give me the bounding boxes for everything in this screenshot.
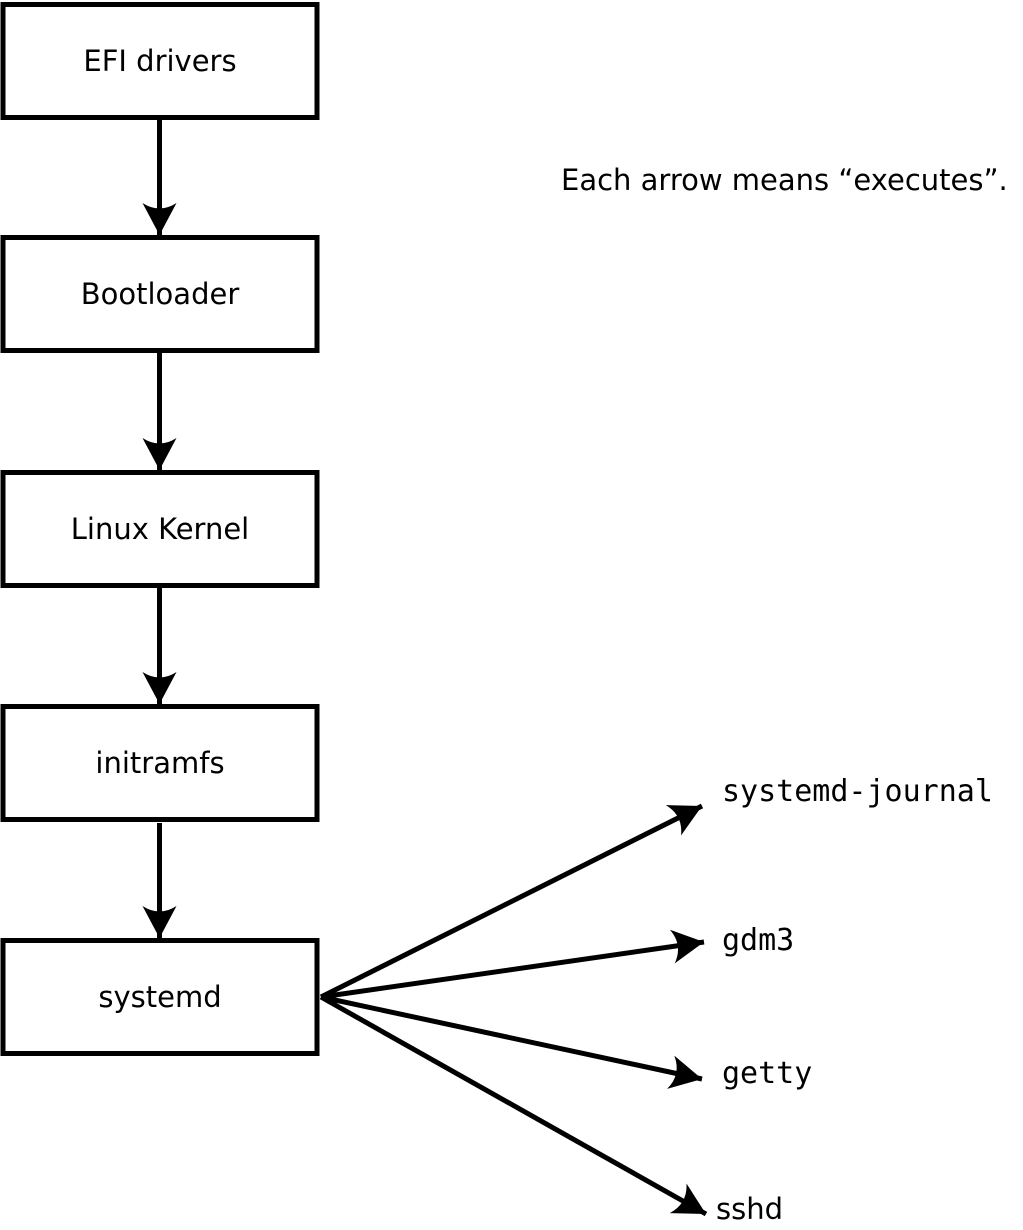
box-efi-drivers-label: EFI drivers — [83, 44, 236, 78]
service-label-getty: getty — [722, 1056, 812, 1091]
service-label-systemd-journal: systemd-journal — [722, 774, 993, 809]
service-label-sshd: sshd — [716, 1192, 783, 1226]
arrow-meaning-note: Each arrow means “executes”. — [561, 163, 1008, 197]
arrow-systemd-to-sshd-icon — [319, 994, 708, 1217]
arrow-systemd-to-gdm3-icon — [320, 929, 705, 1000]
box-efi-drivers: EFI drivers — [0, 2, 320, 120]
box-linux-kernel-label: Linux Kernel — [71, 512, 249, 546]
box-bootloader-rect — [0, 235, 320, 353]
box-efi-drivers-rect — [0, 2, 320, 120]
box-bootloader-label: Bootloader — [81, 277, 240, 311]
box-initramfs: initramfs — [0, 704, 320, 822]
arrow-systemd-to-systemd-journal-icon — [319, 803, 704, 1000]
box-systemd-rect — [0, 938, 320, 1056]
arrow-systemd-to-getty-icon — [320, 994, 703, 1089]
box-initramfs-label: initramfs — [95, 746, 224, 780]
box-systemd-label: systemd — [98, 980, 221, 1014]
box-initramfs-rect — [0, 704, 320, 822]
box-bootloader: Bootloader — [0, 235, 320, 353]
service-label-gdm3: gdm3 — [722, 923, 794, 958]
box-systemd: systemd — [0, 938, 320, 1056]
box-linux-kernel-rect — [0, 470, 320, 588]
box-linux-kernel: Linux Kernel — [0, 470, 320, 588]
